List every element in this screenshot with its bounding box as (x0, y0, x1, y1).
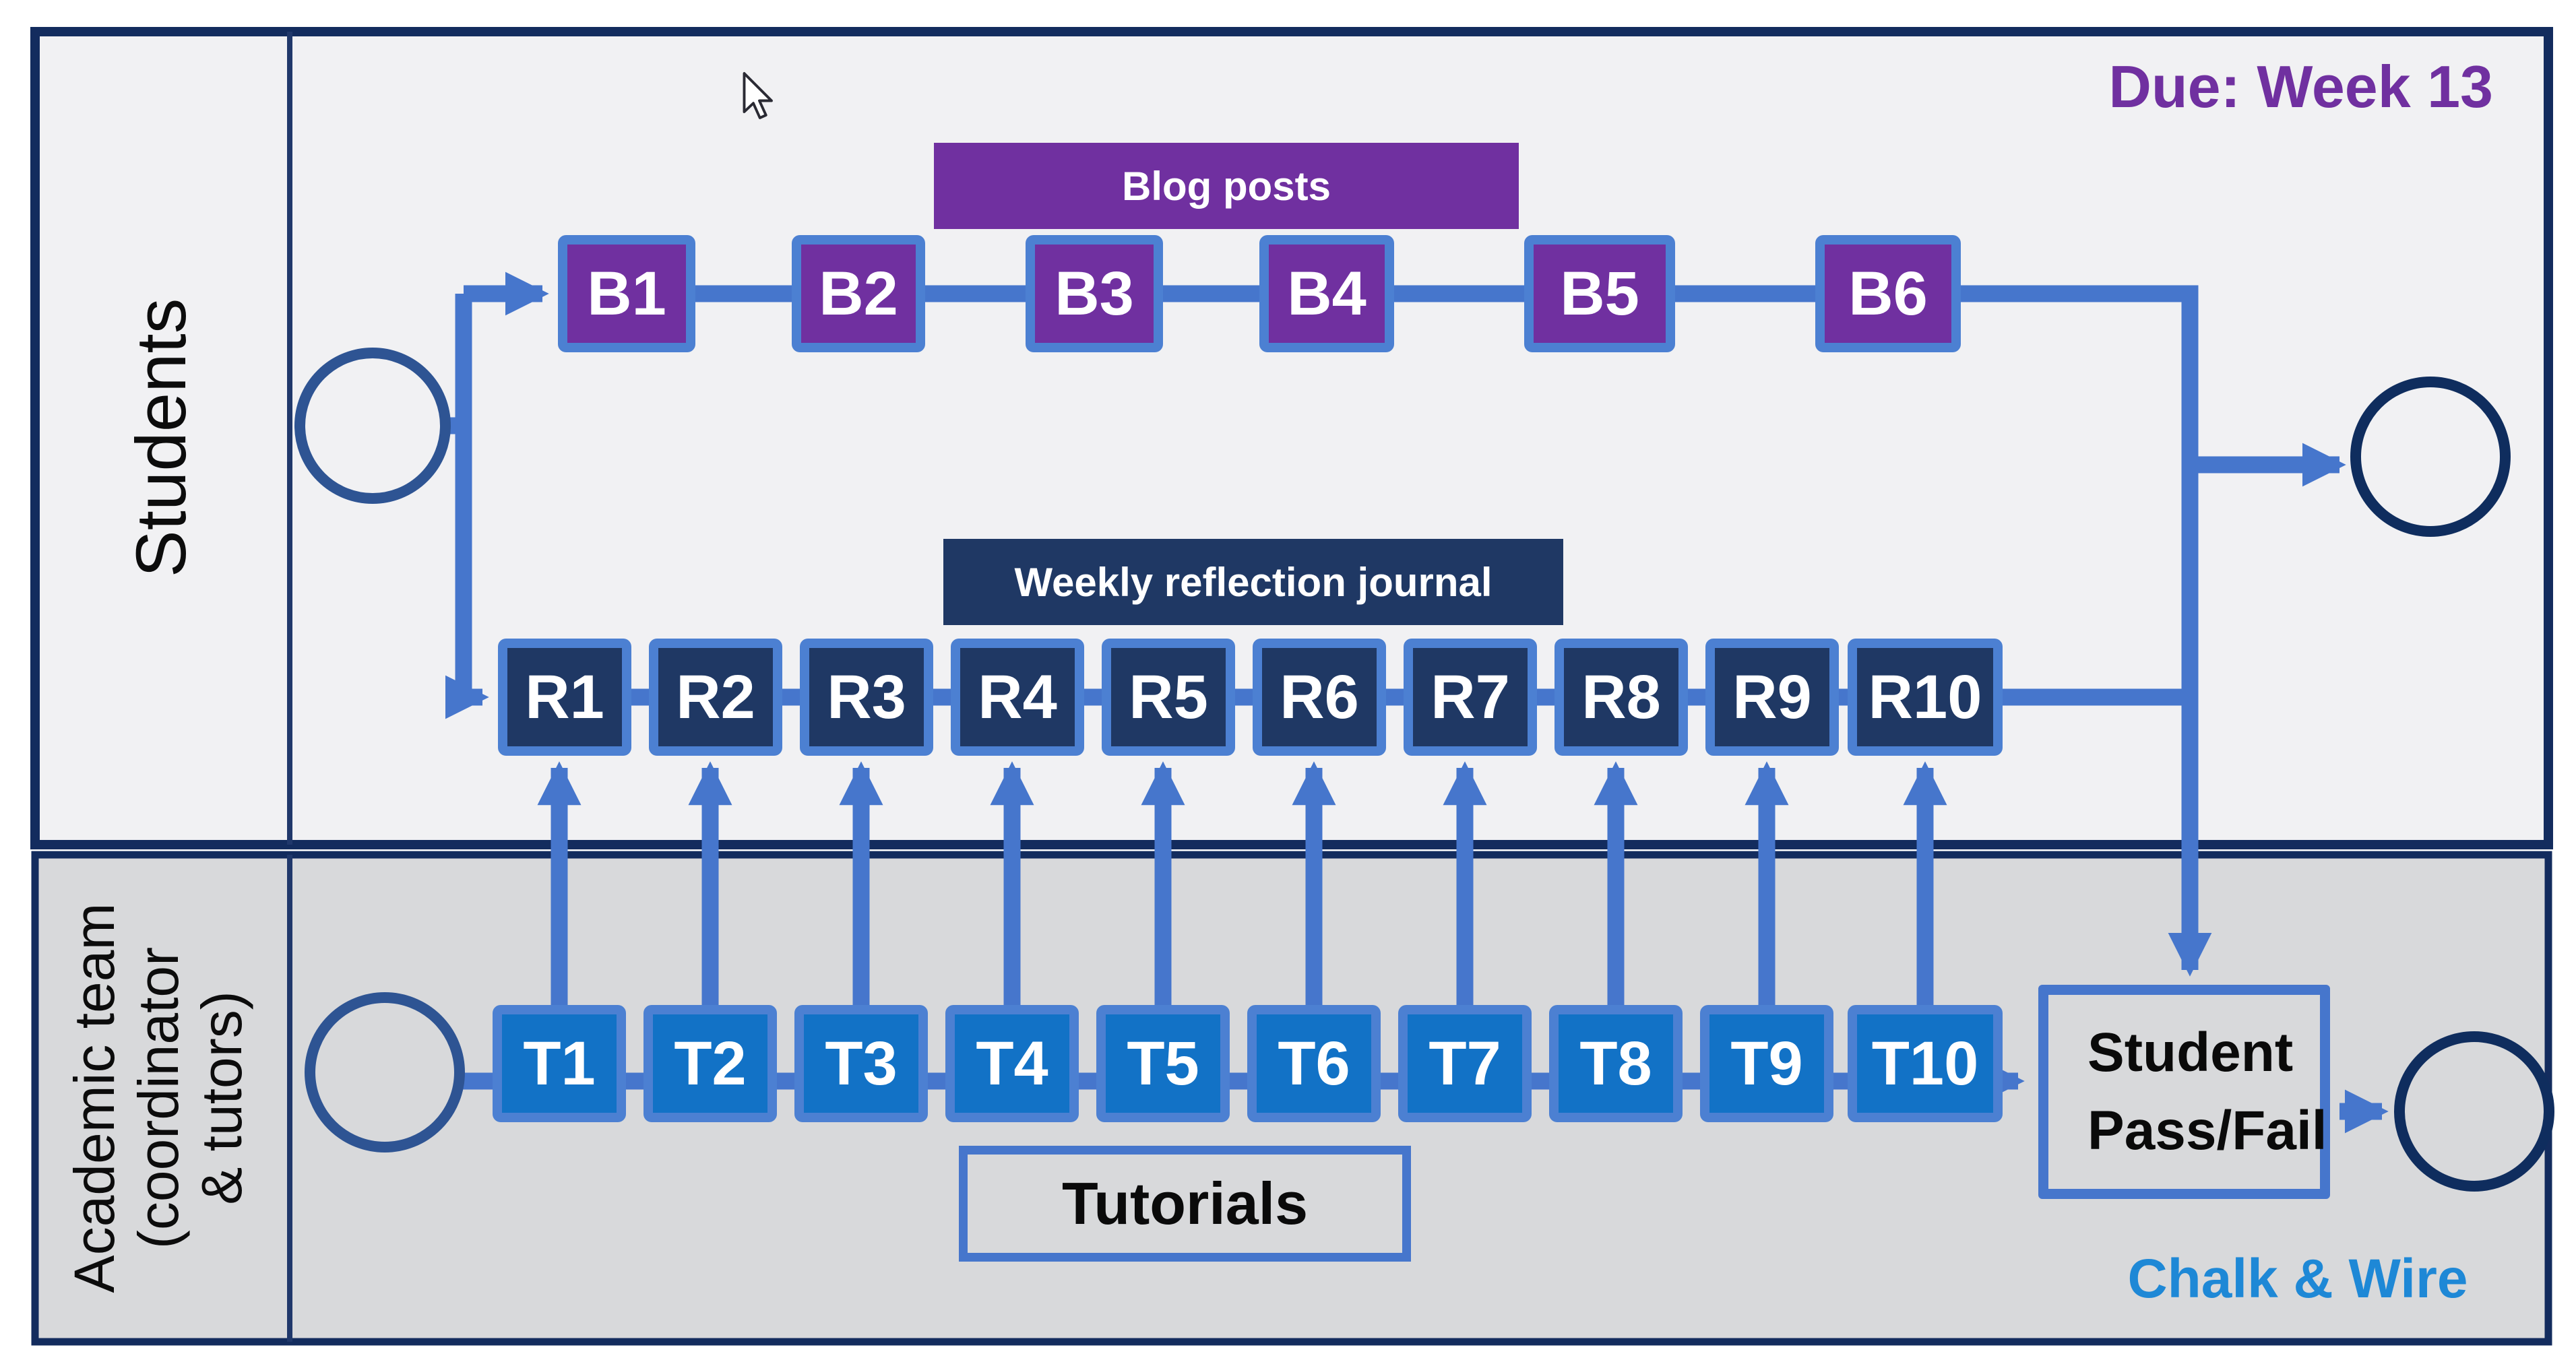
academic-lane-label-line2: (coordinator (126, 946, 190, 1249)
mouse-cursor-icon (743, 72, 773, 119)
node-t6: T6 (1247, 1005, 1381, 1122)
tutorials-group-box-text: Tutorials (1061, 1170, 1309, 1237)
node-r9-label: R9 (1732, 662, 1812, 732)
node-t7-label: T7 (1428, 1029, 1501, 1098)
chalk-and-wire-label: Chalk & Wire (2127, 1248, 2468, 1309)
node-r7-label: R7 (1431, 662, 1510, 732)
node-r5-label: R5 (1129, 662, 1208, 732)
academic-lane-label-line3: & tutors) (190, 991, 254, 1205)
node-t7: T7 (1398, 1005, 1532, 1122)
node-t5-label: T5 (1127, 1029, 1199, 1098)
node-t3: T3 (794, 1005, 928, 1122)
node-r1: R1 (498, 639, 631, 756)
node-b1-label: B1 (587, 259, 666, 328)
students-lane-label: Students (61, 236, 263, 640)
node-t1-label: T1 (523, 1029, 596, 1098)
due-week-label: Due: Week 13 (2108, 53, 2493, 120)
node-r8-label: R8 (1581, 662, 1661, 732)
node-r3-label: R3 (827, 662, 906, 732)
student-passfail-box: Student Pass/Fail (2038, 985, 2330, 1199)
academic-end-event-circle (2394, 1031, 2554, 1192)
node-t9-label: T9 (1730, 1029, 1803, 1098)
blog-posts-header-text: Blog posts (1122, 163, 1331, 209)
node-b2-label: B2 (819, 259, 898, 328)
weekly-reflection-journal-header: Weekly reflection journal (943, 539, 1563, 625)
node-t4: T4 (945, 1005, 1079, 1122)
node-t4-label: T4 (976, 1029, 1048, 1098)
node-b3-label: B3 (1055, 259, 1134, 328)
weekly-reflection-journal-header-text: Weekly reflection journal (1014, 559, 1493, 605)
node-b6: B6 (1815, 235, 1961, 352)
node-t8-label: T8 (1579, 1029, 1652, 1098)
node-b6-label: B6 (1848, 259, 1928, 328)
students-start-event-circle (294, 348, 451, 504)
node-r2: R2 (649, 639, 782, 756)
node-r10-label: R10 (1868, 662, 1982, 732)
node-t1: T1 (493, 1005, 626, 1122)
academic-lane-label: Academic team (coordinator & tutors) (57, 842, 259, 1354)
node-b4-label: B4 (1287, 259, 1366, 328)
node-t5: T5 (1096, 1005, 1230, 1122)
node-r6-label: R6 (1280, 662, 1359, 732)
node-r7: R7 (1404, 639, 1537, 756)
students-lane-label-text: Students (122, 298, 201, 578)
node-t2-label: T2 (674, 1029, 747, 1098)
node-t3-label: T3 (825, 1029, 898, 1098)
academic-start-event-circle (305, 992, 465, 1152)
node-t9: T9 (1700, 1005, 1833, 1122)
node-r9: R9 (1705, 639, 1839, 756)
node-b5-label: B5 (1560, 259, 1639, 328)
blog-posts-header: Blog posts (934, 143, 1519, 229)
node-r8: R8 (1554, 639, 1688, 756)
students-end-event-circle (2350, 377, 2511, 537)
node-r3: R3 (800, 639, 933, 756)
student-passfail-line2: Pass/Fail (2087, 1100, 2327, 1161)
academic-lane-label-line1: Academic team (62, 903, 126, 1293)
node-b2: B2 (792, 235, 925, 352)
node-r6: R6 (1253, 639, 1386, 756)
node-r2-label: R2 (676, 662, 755, 732)
node-t2: T2 (643, 1005, 777, 1122)
node-r5: R5 (1102, 639, 1235, 756)
node-b3: B3 (1026, 235, 1163, 352)
tutorials-group-box: Tutorials (959, 1146, 1411, 1262)
node-b5: B5 (1524, 235, 1675, 352)
student-passfail-line1: Student (2087, 1021, 2294, 1083)
node-t10-label: T10 (1871, 1029, 1979, 1098)
node-r10: R10 (1848, 639, 2003, 756)
node-t10: T10 (1848, 1005, 2003, 1122)
node-b1: B1 (558, 235, 695, 352)
node-r1-label: R1 (525, 662, 604, 732)
node-t6-label: T6 (1278, 1029, 1350, 1098)
node-r4: R4 (951, 639, 1084, 756)
node-r4-label: R4 (978, 662, 1057, 732)
node-t8: T8 (1549, 1005, 1683, 1122)
node-b4: B4 (1259, 235, 1394, 352)
